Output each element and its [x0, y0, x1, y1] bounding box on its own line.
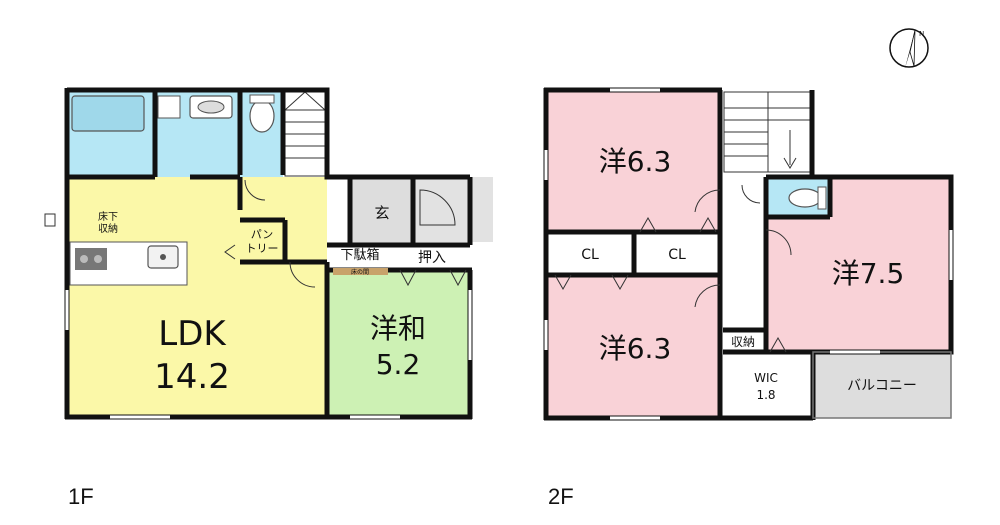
cl-left-label: CL: [581, 247, 599, 263]
room-cl-right: [634, 232, 720, 275]
room-bedroom-west-top: [546, 90, 720, 232]
floor-label-1f: 1F: [68, 484, 94, 509]
shoe-box-label: 下駄箱: [340, 247, 379, 263]
stove-icon: [75, 248, 107, 270]
room-washitsu: [327, 270, 470, 417]
room-cl-left: [546, 232, 634, 275]
staircase-1f: [284, 91, 326, 177]
bedroom-west-bottom-label: 洋6.3: [599, 332, 672, 365]
walls-1f: [64, 87, 473, 420]
storage-label-2f: 収納: [731, 335, 755, 349]
pantry-label-line1: パン: [251, 228, 274, 241]
genkan-label: 玄: [374, 204, 389, 222]
wic-name: WIC: [754, 371, 778, 385]
toilet-icon: [249, 99, 275, 133]
ldk-name: LDK: [158, 314, 227, 354]
bathtub-icon: [71, 95, 145, 132]
room-genkan: [350, 177, 413, 245]
closet-label-1f: 押入: [418, 250, 446, 266]
floor-label-2f: 2F: [548, 484, 574, 509]
north-arrow-icon: N: [889, 28, 929, 68]
doors-2f: [554, 184, 792, 353]
room-balcony: [813, 352, 951, 418]
ldk-size: 14.2: [154, 357, 230, 397]
room-bedroom-west-bottom: [546, 275, 720, 418]
windows-1f: [65, 290, 472, 419]
bedroom-east-label: 洋7.5: [832, 257, 905, 290]
doors-1f: [44, 179, 467, 288]
bedroom-west-top-label: 洋6.3: [599, 145, 672, 178]
room-porch: [415, 177, 493, 242]
room-wic: [723, 352, 813, 418]
pantry-label-line2: トリー: [246, 242, 279, 255]
counter-under-floor: [67, 182, 187, 242]
wic-size: 1.8: [756, 388, 775, 402]
balcony-outline: [812, 351, 952, 419]
compass-label: N: [919, 30, 924, 38]
under-floor-label-line1: 床下: [98, 210, 118, 223]
floor-2f: 洋6.3 洋6.3 洋7.5 CL CL 収納 WIC 1.8 バルコニー: [543, 87, 954, 421]
tokonoma-area: [333, 268, 388, 275]
washer-icon: [157, 95, 181, 119]
washitsu-name: 洋和: [370, 312, 426, 345]
windows-2f: [544, 88, 953, 420]
floor-1f: LDK 14.2 洋和 5.2 玄 パン トリー 下駄箱 押入 床下 収納 床の…: [44, 87, 493, 420]
under-floor-label-line2: 収納: [98, 222, 118, 235]
staircase-2f: [723, 91, 813, 173]
cl-right-label: CL: [668, 247, 686, 263]
balcony-label: バルコニー: [847, 378, 917, 394]
toilet-icon-2f: [788, 188, 822, 208]
tokonoma-label: 床の間: [351, 268, 369, 276]
washitsu-size: 5.2: [376, 348, 421, 381]
